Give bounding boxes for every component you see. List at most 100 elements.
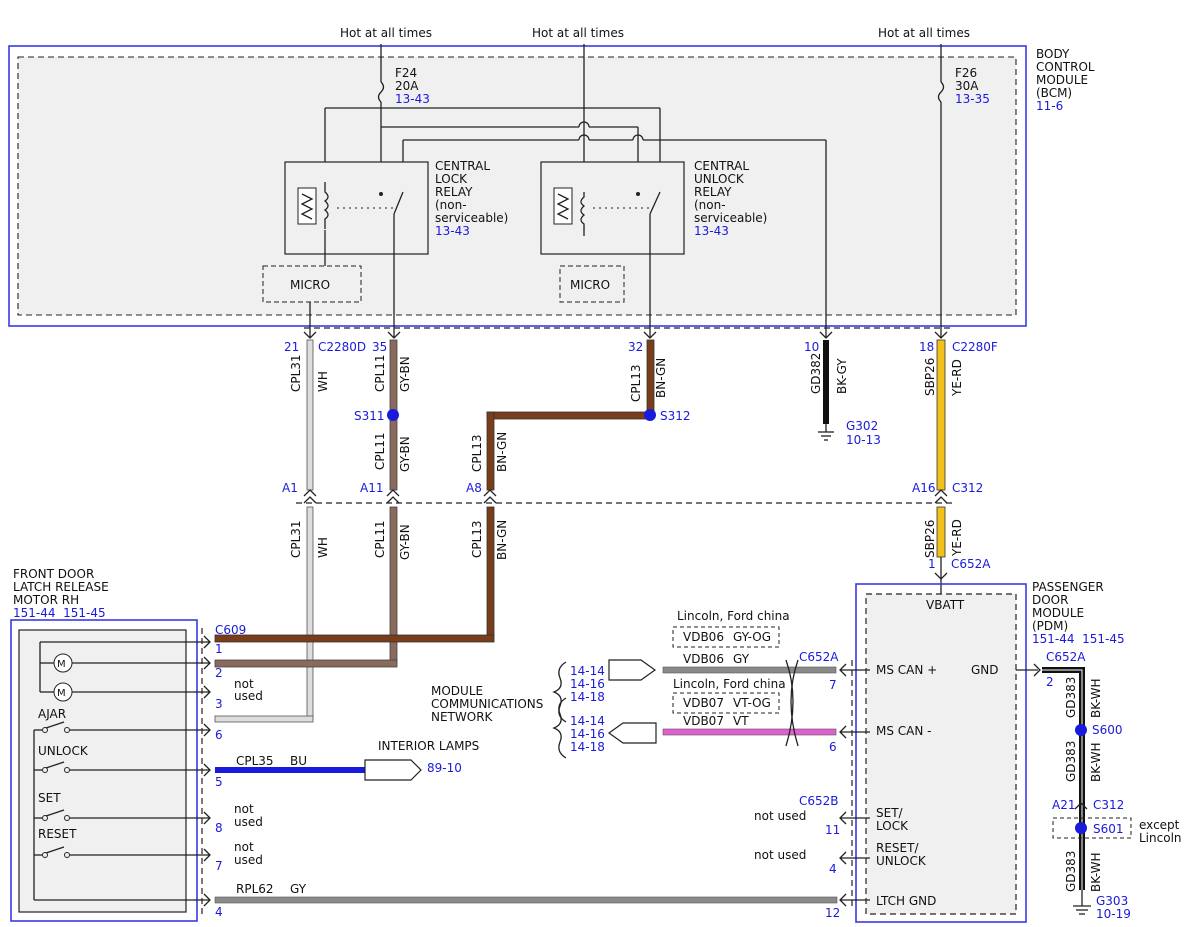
wire-label-cpl11-b: CPL11 <box>373 432 387 470</box>
splice-s600-label: S600 <box>1092 723 1123 737</box>
fuse-f24-amp: 20A <box>395 79 419 93</box>
fuse-f24 <box>377 81 385 103</box>
hot-label-1: Hot at all times <box>340 26 432 40</box>
wire-bu-pin5 <box>215 767 365 773</box>
wire-label-gd383-c: GD383 <box>1064 851 1078 892</box>
wire-gybn-pin2 <box>214 659 398 668</box>
wire-bngn-s312 <box>646 339 655 417</box>
vdb06-option-box <box>672 626 780 648</box>
wire-bngn-upper <box>486 411 495 491</box>
wire-bngn-h <box>486 411 651 420</box>
micro-box-1 <box>262 265 362 303</box>
pdm-name-3: MODULE <box>1032 606 1084 620</box>
ref-plus-1: 14-14 <box>570 664 605 678</box>
wire-label-cpl31-a: CPL31 <box>289 354 303 392</box>
pdm-refs: 151-44 151-45 <box>1032 632 1125 646</box>
vdb07-label: VDB07 <box>683 714 724 728</box>
wire-label-sbp26-a: SBP26 <box>923 358 937 396</box>
vdb06-label: VDB06 <box>683 652 724 666</box>
not-used-8b: used <box>234 815 263 829</box>
unlock-relay-l3: RELAY <box>694 185 732 199</box>
wire-label-sbp26-b: SBP26 <box>923 520 937 558</box>
switch-unlock-label: UNLOCK <box>38 744 89 758</box>
wire-wh-pin6 <box>214 715 314 723</box>
c312-a1: A1 <box>282 481 298 495</box>
ground-g302-ref: 10-13 <box>846 433 881 447</box>
c609-pin-8: 8 <box>215 821 223 835</box>
wire-label-cpl11-a: CPL11 <box>373 354 387 392</box>
unlock-relay-l1: CENTRAL <box>694 159 749 173</box>
splice-s601-label: S601 <box>1093 822 1124 836</box>
wire-label-bkwh-c: BK-WH <box>1089 852 1103 892</box>
lincoln-label-2: Lincoln, Ford china <box>673 677 786 691</box>
c312-name-right: C312 <box>1093 798 1124 812</box>
wire-wh-upper <box>306 339 314 491</box>
wire-label-bngn-b: BN-GN <box>495 432 509 472</box>
pdm-unlock: UNLOCK <box>876 854 927 868</box>
pin-10: 10 <box>804 340 819 354</box>
pin-21: 21 <box>284 340 299 354</box>
pin-18: 18 <box>919 340 934 354</box>
unlock-relay-ref: 13-43 <box>694 224 729 238</box>
c312-a16: A16 <box>912 481 935 495</box>
ref-plus-3: 14-18 <box>570 690 605 704</box>
pdm-c652b: C652B <box>799 794 839 808</box>
lock-relay-l2: LOCK <box>435 172 468 186</box>
pdm-vbatt: VBATT <box>926 598 965 612</box>
wire-label-bu: BU <box>290 754 307 768</box>
ground-g303-label: G303 <box>1096 894 1128 908</box>
micro-label-2: MICRO <box>570 278 610 292</box>
hot-label-2: Hot at all times <box>532 26 624 40</box>
pdm-gnd: GND <box>971 663 999 677</box>
c312-a11: A11 <box>360 481 383 495</box>
lock-relay-l5: serviceable) <box>435 211 508 225</box>
svg-text:M: M <box>57 688 66 699</box>
ref-minus-2: 14-16 <box>570 727 605 741</box>
wire-label-cpl13-b: CPL13 <box>470 434 484 472</box>
vdb07-option-box <box>672 692 780 714</box>
not-used-7a: not <box>234 840 254 854</box>
conn-c2280d: C2280D <box>318 340 366 354</box>
micro-label-1: MICRO <box>290 278 330 292</box>
bcm-internal-boundary <box>17 56 1017 316</box>
wire-label-cpl11-c: CPL11 <box>373 520 387 558</box>
fuse-f26-id: F26 <box>955 66 977 80</box>
svg-text:M: M <box>57 659 66 670</box>
except-label-1: except <box>1139 818 1180 832</box>
switch-reset-label: RESET <box>38 827 77 841</box>
wire-bngn-lower <box>486 506 495 639</box>
ref-minus-3: 14-18 <box>570 740 605 754</box>
pdm-pin-4: 4 <box>829 862 837 876</box>
bcm-name-line4: (BCM) <box>1036 86 1072 100</box>
pdm-name-2: DOOR <box>1032 593 1068 607</box>
pdm-inner <box>865 593 1017 915</box>
bcm-outline <box>8 45 1027 327</box>
c312-a21: A21 <box>1052 798 1075 812</box>
ground-g302-label: G302 <box>846 419 878 433</box>
pdm-name-4: (PDM) <box>1032 619 1068 633</box>
fuse-f26-ref: 13-35 <box>955 92 990 106</box>
wire-label-gybn-c: GY-BN <box>398 524 412 560</box>
gyog-option: GY-OG <box>733 630 771 644</box>
wire-label-gy: GY <box>290 882 307 896</box>
c609-pin-2: 2 <box>215 666 223 680</box>
bcm-name-line3: MODULE <box>1036 73 1088 87</box>
hot-label-3: Hot at all times <box>878 26 970 40</box>
pdm-pin-12: 12 <box>825 906 840 920</box>
vt-label: VT <box>733 714 749 728</box>
wire-gy-pin4 <box>214 896 838 904</box>
interior-lamps-ref: 89-10 <box>427 761 462 775</box>
pdm-pin-11: 11 <box>825 823 840 837</box>
mscan-minus-connector <box>607 722 657 744</box>
lock-relay-l1: CENTRAL <box>435 159 490 173</box>
splice-s600 <box>1075 724 1087 736</box>
fuse-f24-id: F24 <box>395 66 417 80</box>
pin-35: 35 <box>372 340 387 354</box>
wire-label-yerd-b: YE-RD <box>950 519 964 557</box>
c652a-pin1: 1 <box>928 557 936 571</box>
bcm-name-line2: CONTROL <box>1036 60 1095 74</box>
network-label-2: COMMUNICATIONS <box>431 697 543 711</box>
c609-pin-7: 7 <box>215 859 223 873</box>
unlock-relay-l5: serviceable) <box>694 211 767 225</box>
ground-g303-ref: 10-19 <box>1096 907 1131 921</box>
